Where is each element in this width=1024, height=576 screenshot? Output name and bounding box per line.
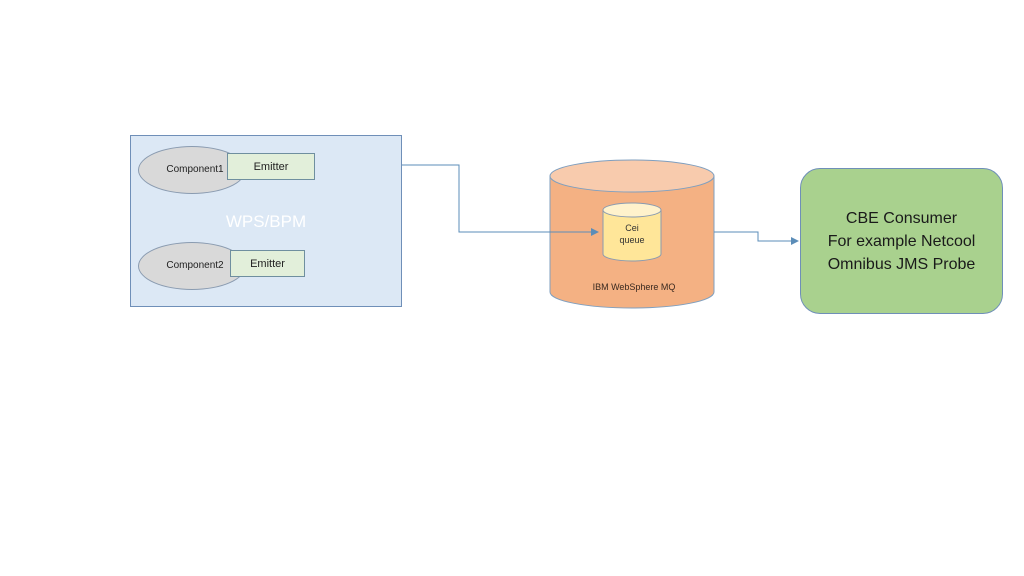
emitter1-box: Emitter bbox=[227, 153, 315, 180]
consumer-line3: Omnibus JMS Probe bbox=[827, 255, 976, 273]
component2-label: Component2 bbox=[166, 260, 224, 271]
cei-queue-label: Cei queue bbox=[603, 222, 661, 246]
wps-bpm-label: WPS/BPM bbox=[225, 212, 307, 231]
component2-ellipse bbox=[138, 242, 246, 290]
component1-label: Component1 bbox=[166, 164, 224, 175]
mq-label: IBM WebSphere MQ bbox=[592, 282, 676, 292]
cbe-consumer-box: CBE Consumer For example Netcool Omnibus… bbox=[800, 168, 1003, 314]
consumer-line1: CBE Consumer bbox=[845, 209, 958, 227]
consumer-line2: For example Netcool bbox=[827, 232, 976, 250]
cei-queue-cylinder bbox=[602, 202, 662, 262]
connector-mq-to-consumer bbox=[714, 231, 799, 245]
cei-queue-label-line1: Cei bbox=[625, 223, 639, 233]
emitter2-box: Emitter bbox=[230, 250, 305, 277]
cei-queue-label-line2: queue bbox=[619, 235, 645, 245]
